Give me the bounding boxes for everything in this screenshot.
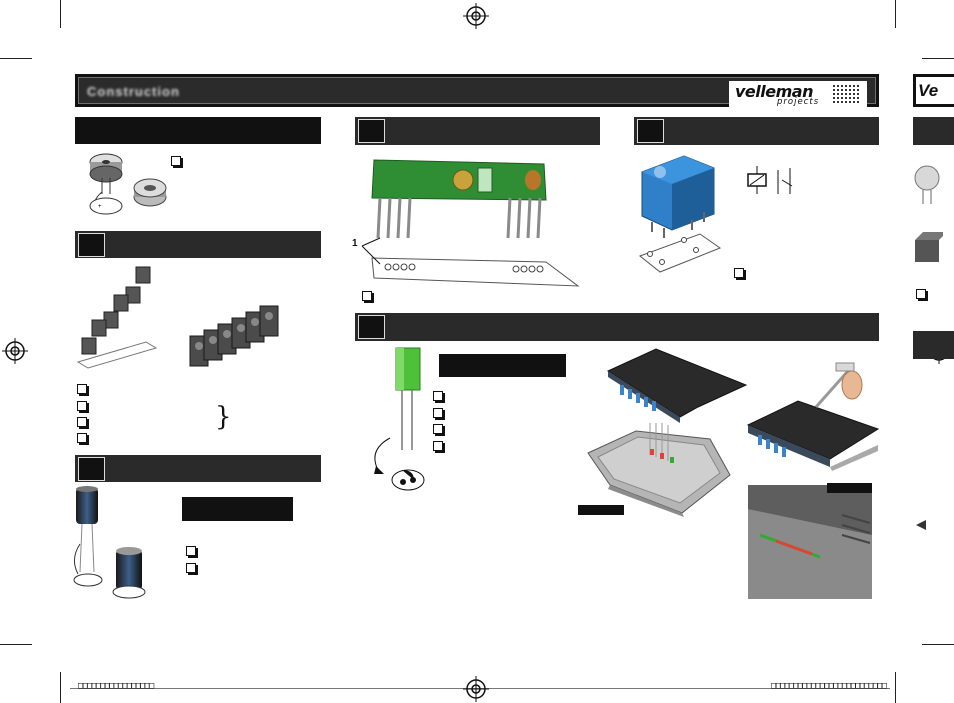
section-bar-3: [75, 455, 321, 482]
next-page-secbar: [913, 331, 954, 359]
registration-mark-icon: [2, 338, 28, 364]
relay-figure: [638, 155, 793, 273]
terminal-block-figure: [76, 266, 279, 369]
buzzer-figure: +: [89, 153, 167, 215]
section-bar-4: [355, 117, 600, 145]
section-bar-5: [634, 117, 879, 145]
section-bar-2: [75, 231, 321, 258]
checkbox-icon[interactable]: [186, 563, 196, 573]
footer-right-text: □□□□□□□□□□□□□□□□□□□□□□□□□□: [771, 681, 887, 691]
crop-mark: [922, 644, 954, 645]
logo-mark-icon: [833, 85, 861, 103]
page-title: Construction: [87, 84, 180, 99]
checkbox-icon[interactable]: [362, 291, 372, 301]
pcb-callout-number: 1: [352, 238, 358, 249]
component-label-box: [578, 505, 624, 515]
checkbox-icon[interactable]: [734, 268, 744, 278]
next-page-banner: Ve: [913, 74, 954, 107]
led-figure: [374, 347, 425, 491]
checkbox-icon[interactable]: [433, 391, 443, 401]
checkbox-icon[interactable]: [186, 546, 196, 556]
next-page-figure: [914, 165, 943, 262]
crop-mark: [60, 0, 61, 28]
header-banner-inner: Construction velleman projects: [78, 77, 876, 107]
checkbox-icon[interactable]: [77, 417, 87, 427]
brace-icon: }: [215, 402, 232, 432]
component-label-box: [182, 497, 293, 521]
section-bar-1: [75, 117, 321, 144]
capacitor-figure: [73, 486, 146, 599]
velleman-logo: velleman projects: [729, 81, 867, 107]
section-bar-6: [355, 313, 879, 341]
component-label-box: [827, 483, 872, 493]
checkbox-icon[interactable]: [433, 408, 443, 418]
checkbox-icon[interactable]: [77, 401, 87, 411]
crop-mark: [60, 672, 61, 703]
logo-brand: velleman: [735, 82, 813, 101]
checkbox-icon[interactable]: [171, 156, 181, 166]
crop-mark: [922, 58, 954, 59]
logo-sub: projects: [760, 97, 836, 107]
checkbox-icon[interactable]: [433, 424, 443, 434]
registration-mark-icon: [463, 676, 489, 702]
header-banner: Construction velleman projects: [75, 74, 879, 107]
svg-text:+: +: [98, 204, 102, 210]
crop-mark: [895, 672, 896, 703]
crop-mark: [895, 0, 896, 28]
checkbox-icon[interactable]: [916, 289, 926, 299]
footer-left-text: □□□□□□□□□□□□□□□□□: [78, 681, 154, 691]
enclosure-assembly-figure: [587, 348, 880, 599]
checkbox-icon[interactable]: [433, 441, 443, 451]
rf-module-figure: [361, 159, 580, 287]
crop-mark: [0, 58, 32, 59]
registration-mark-icon: [463, 3, 489, 29]
checkbox-icon[interactable]: [77, 433, 87, 443]
checkbox-icon[interactable]: [77, 384, 87, 394]
crop-mark: [0, 644, 32, 645]
component-label-box: [439, 354, 566, 377]
arrow-left-icon: [916, 520, 926, 530]
next-page-secbar: [913, 117, 954, 145]
